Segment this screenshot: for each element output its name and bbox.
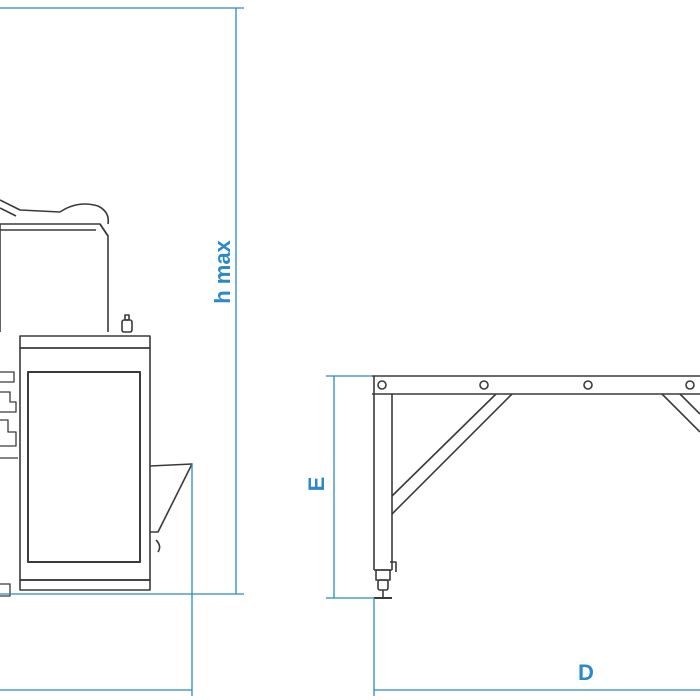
stand-braces — [391, 393, 700, 515]
leveling-foot — [374, 569, 392, 599]
e-dimension — [326, 375, 374, 599]
mounting-hole — [685, 380, 695, 390]
machine-mechanism — [0, 371, 18, 597]
mounting-holes — [377, 380, 695, 390]
machine-side-view — [0, 199, 193, 597]
machine-cabinet — [19, 335, 151, 591]
d-dimension — [373, 598, 700, 696]
stand-top-rail — [372, 375, 700, 395]
e-label: E — [304, 477, 329, 492]
stand-front-view — [372, 375, 700, 599]
mounting-hole — [479, 380, 489, 390]
mounting-hole — [377, 380, 387, 390]
control-knob — [121, 314, 133, 333]
d-label: D — [578, 660, 594, 685]
dimension-lines — [0, 7, 700, 696]
mounting-hole — [583, 380, 593, 390]
machine-width-dimension — [0, 464, 193, 696]
machine-hood — [0, 199, 110, 332]
stand-leg — [373, 376, 397, 572]
h-max-dimension — [0, 7, 244, 595]
machine-tray — [149, 463, 193, 553]
h-max-label: h max — [210, 239, 235, 303]
